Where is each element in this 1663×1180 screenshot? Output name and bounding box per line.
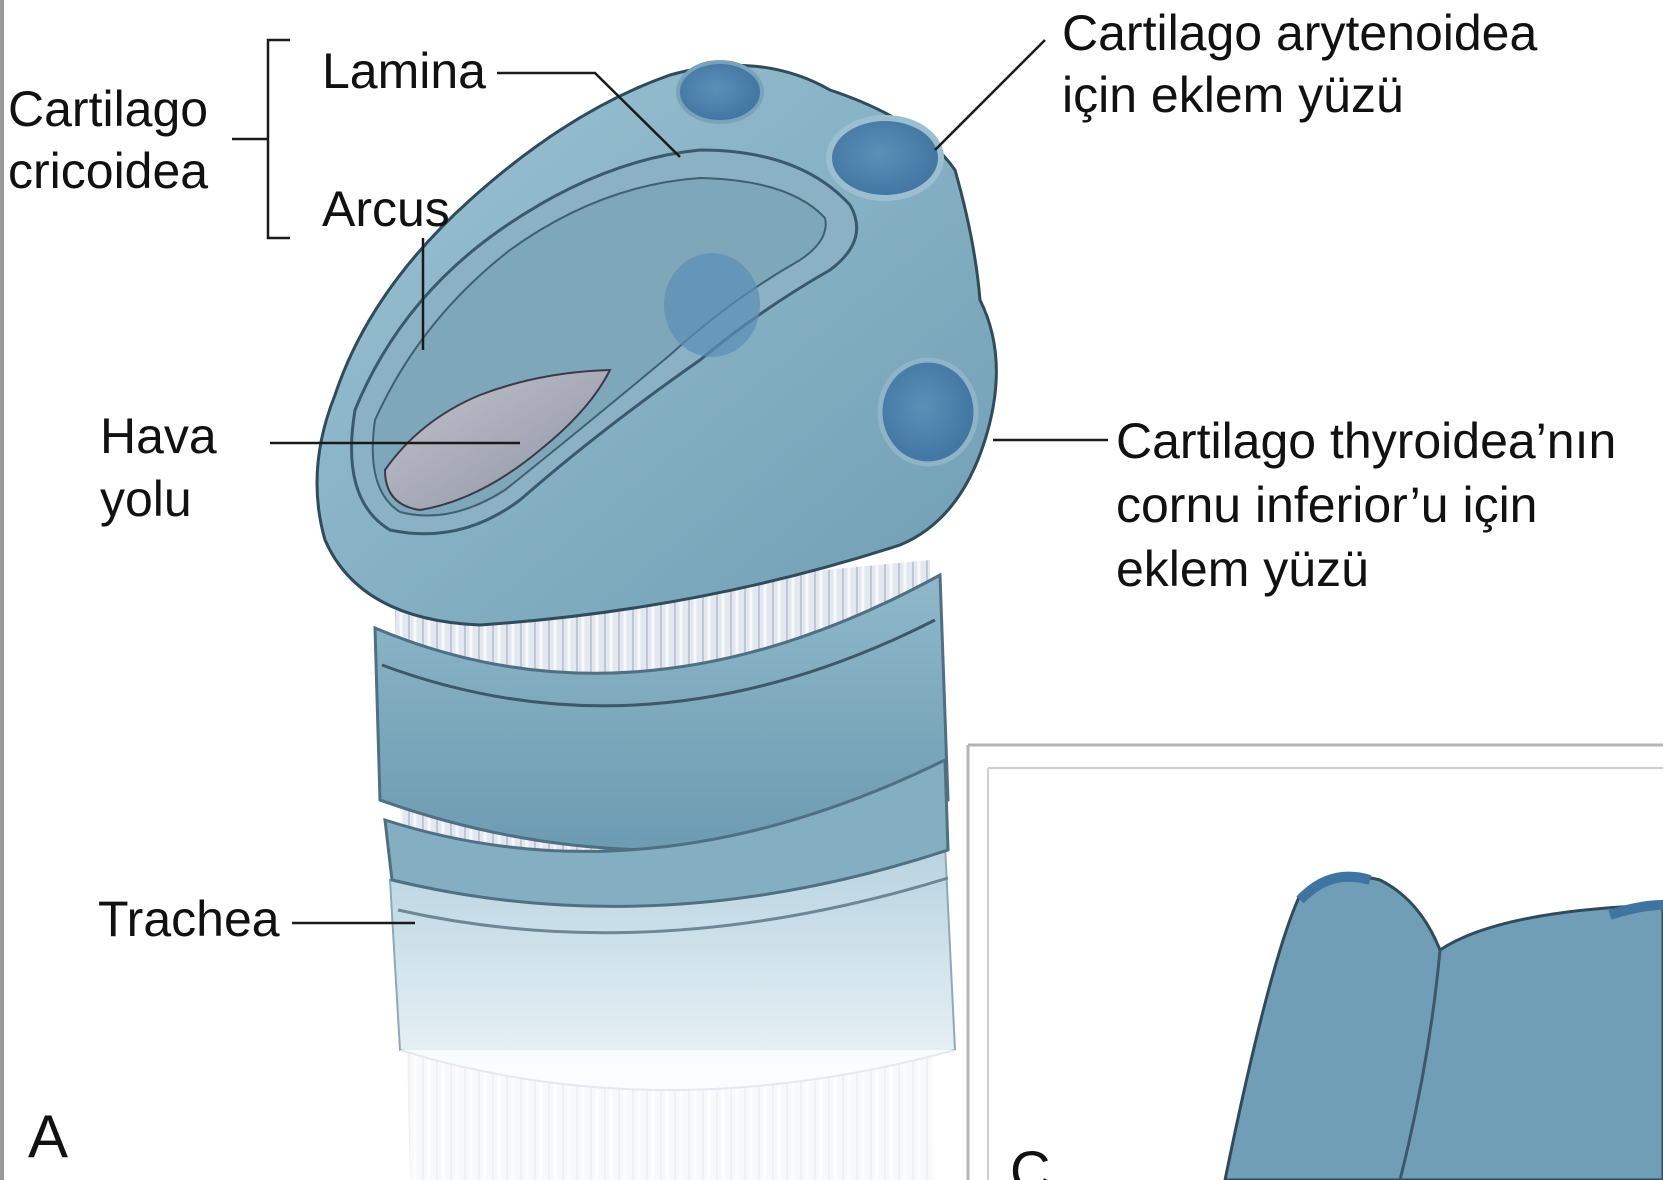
arytenoid-label-line2: için eklem yüzü <box>1062 64 1404 126</box>
thyroid-label-line3: eklem yüzü <box>1116 538 1369 600</box>
arcus-label: Arcus <box>322 178 450 240</box>
arytenoid-facet-left <box>678 62 762 122</box>
thyroid-facet <box>880 360 976 464</box>
cricoid-label-line2: cricoidea <box>8 140 208 202</box>
cricoid-cartilage <box>317 62 996 625</box>
left-border <box>0 0 4 1180</box>
svg-text:C: C <box>1010 1139 1050 1180</box>
cricoid-bracket <box>268 40 290 238</box>
trachea <box>375 560 960 1180</box>
lamina-label: Lamina <box>322 40 486 102</box>
trachea-label: Trachea <box>98 888 280 950</box>
thyroid-label-line1: Cartilago thyroidea’nın <box>1116 410 1616 472</box>
airway-label-line1: Hava <box>100 405 217 467</box>
thyroid-label-line2: cornu inferior’u için <box>1116 474 1537 536</box>
arytenoid-label-line1: Cartilago arytenoidea <box>1062 2 1537 64</box>
cricoid-label-line1: Cartilago <box>8 78 208 140</box>
arytenoid-leader <box>935 40 1045 150</box>
airway-label-line2: yolu <box>100 468 192 530</box>
arytenoid-facet-right <box>829 118 941 198</box>
panel-b-partial: C <box>968 745 1663 1180</box>
panel-letter: A <box>28 1102 68 1171</box>
